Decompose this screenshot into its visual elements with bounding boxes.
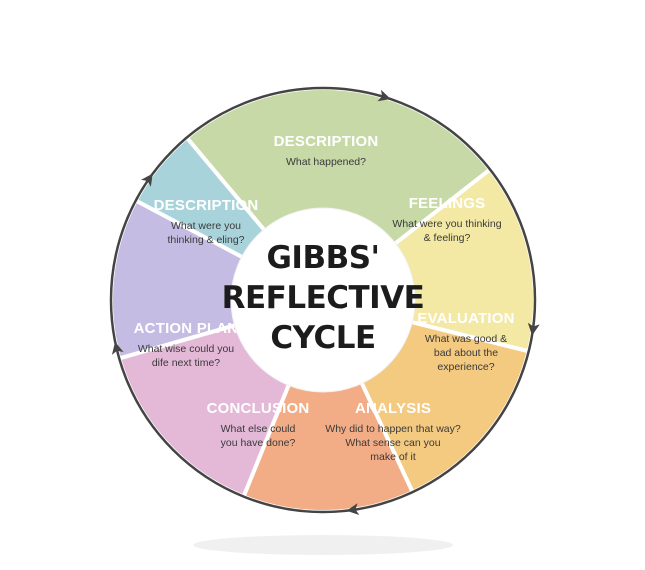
center-title-line-3: CYCLE xyxy=(270,320,375,356)
segment-description-line3: make of it xyxy=(370,451,416,463)
segment-description-line2: dife next time? xyxy=(152,357,220,369)
segment-description-line1: What else could xyxy=(221,423,296,435)
center-circle xyxy=(230,207,416,393)
segment-description-line2: What sense can you xyxy=(345,437,440,449)
segment-description-line1: Why did to happen that way? xyxy=(325,423,461,435)
segment-description-line2: thinking & eling? xyxy=(167,234,244,246)
segment-label-3: EVALUATION What was good & bad about the ex… xyxy=(417,310,514,373)
outer-ring xyxy=(109,86,540,516)
center-title-line-1: GIBBS' xyxy=(266,240,379,276)
segment-description-line2: you have done? xyxy=(221,437,296,449)
segment-title: ANALYSIS xyxy=(355,400,431,417)
segment-label-5: CONCLUSION What else could you have done? xyxy=(207,400,310,449)
segment-description-line1: What were you xyxy=(171,220,241,232)
segment-description-line1: What were you thinking xyxy=(392,218,501,230)
segment-title: DESCRIPTION xyxy=(274,133,379,150)
cycle-arrow-icon xyxy=(140,173,153,187)
segment-title: ACTION PLAN xyxy=(134,320,239,337)
segment-title: EVALUATION xyxy=(417,310,514,327)
cycle-arrow-icon xyxy=(111,341,124,355)
segment-label-4: ANALYSIS Why did to happen that way? What … xyxy=(325,400,461,463)
segment-title: FEELINGS xyxy=(409,195,486,212)
segment-description-line2: bad about the xyxy=(434,347,498,359)
cycle-arrow-icon xyxy=(346,503,360,516)
segment-description-line1: What was good & xyxy=(425,333,507,345)
segment-description-line1: What wise could you xyxy=(138,343,234,355)
segment-label-1: DESCRIPTION What happened? xyxy=(274,133,379,168)
segment-label-7: DESCRIPTION What were you thinking & eling… xyxy=(154,197,259,246)
outer-ring-circle xyxy=(109,86,537,514)
cycle-arrow-icon xyxy=(527,322,540,336)
center-title-line-2: REFLECTIVE xyxy=(222,280,425,316)
segment-label-2: FEELINGS What were you thinking & feeling? xyxy=(392,195,501,244)
labels-layer: DESCRIPTION What happened? FEELINGS What we… xyxy=(134,133,515,463)
segment-description-line3: experience? xyxy=(437,361,494,373)
segment-description-line2: & feeling? xyxy=(424,232,471,244)
segment-label-6: ACTION PLAN What wise could you dife next … xyxy=(134,320,239,369)
segment-title: DESCRIPTION xyxy=(154,197,259,214)
segment-description-line1: What happened? xyxy=(286,156,366,168)
segment-title: CONCLUSION xyxy=(207,400,310,417)
cycle-arrow-icon xyxy=(377,89,391,102)
drop-shadow xyxy=(193,535,453,555)
